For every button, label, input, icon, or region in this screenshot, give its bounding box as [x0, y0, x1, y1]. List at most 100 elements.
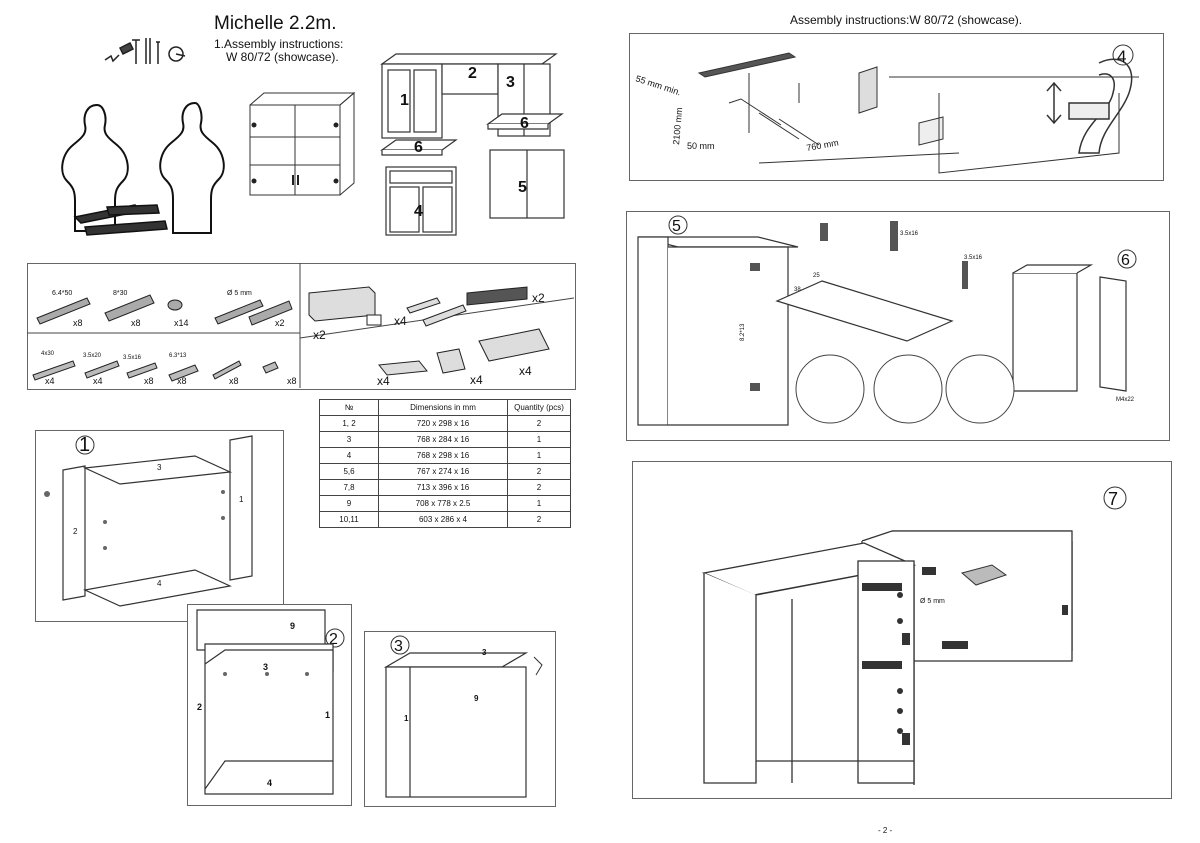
hw-qty-r3: x2	[532, 291, 545, 305]
table-cell: 7,8	[319, 479, 379, 496]
hw-qty-b3: x8	[144, 376, 154, 386]
step-2-part-2: 2	[197, 702, 202, 712]
module-number-2: 2	[468, 65, 477, 82]
step-1-part-4: 4	[157, 579, 162, 588]
step-2-part-1: 1	[325, 710, 330, 720]
step-6-number: 6	[1121, 252, 1130, 269]
hw-qty-4: x2	[275, 318, 285, 328]
table-cell: 10,11	[319, 511, 379, 528]
hw-qty-3: x14	[174, 318, 189, 328]
hardware-box	[27, 263, 576, 390]
step-3-drawing: 3 3 1 9	[383, 635, 543, 798]
step-3-part-1: 1	[404, 714, 409, 723]
table-header-row: № Dimensions in mm Quantity (pcs)	[319, 399, 571, 416]
hw-size-b1: 4x30	[41, 351, 55, 357]
dim-38: 38	[794, 287, 801, 293]
step-3-part-9: 9	[474, 694, 479, 703]
table-cell: 768 x 284 x 16	[378, 431, 508, 448]
document-subtitle-line1: 1.Assembly instructions:	[214, 37, 344, 51]
module-number-6b: 6	[520, 115, 529, 132]
hw-size-4: Ø 5 mm	[227, 290, 252, 297]
table-cell: 1, 2	[319, 415, 379, 432]
table-cell: 2	[507, 511, 571, 528]
hw-size-b3: 3.5x16	[123, 355, 142, 361]
document-subtitle-line2: W 80/72 (showcase).	[226, 50, 339, 64]
step-2-part-4: 4	[267, 778, 272, 788]
drill-size-label: Ø 5 mm	[920, 598, 945, 605]
table-header: Quantity (pcs)	[507, 399, 571, 416]
step-1-part-3: 3	[157, 463, 162, 472]
table-cell: 713 x 396 x 16	[378, 479, 508, 496]
step-1-part-1: 1	[239, 495, 244, 504]
step-2-number: 2	[329, 631, 338, 648]
module-number-1: 1	[400, 92, 409, 109]
table-cell: 767 x 274 x 16	[378, 463, 508, 480]
step-2-part-9: 9	[290, 621, 295, 631]
document-title: Michelle 2.2m.	[214, 13, 337, 34]
table-cell: 2	[507, 479, 571, 496]
table-cell: 5,6	[319, 463, 379, 480]
table-cell: 708 x 778 x 2.5	[378, 495, 508, 512]
hw-size-2: 8*30	[113, 290, 128, 297]
step-2-part-3: 3	[263, 662, 268, 672]
table-cell: 720 x 298 x 16	[378, 415, 508, 432]
step-2-drawing: 2 9 3 2 1 4	[196, 609, 345, 795]
step-4-number: 4	[1117, 47, 1126, 66]
screw-label-a: 3.5x16	[900, 231, 919, 237]
table-cell: 2	[507, 463, 571, 480]
step-5-6-drawing: 5 6 3.5x16 3.5x16 25 38 8.2*13 M4x22	[637, 215, 1137, 426]
right-page-header: Assembly instructions:W 80/72 (showcase)…	[790, 13, 1023, 27]
table-cell: 9	[319, 495, 379, 512]
step-4-drawing: 4 55 mm min. 2100 mm 50 mm 760 mm	[634, 44, 1139, 174]
step-1-part-2: 2	[73, 527, 78, 536]
step-1-drawing: 1 3 2 1 4	[44, 434, 253, 607]
hw-qty-r4: x4	[377, 374, 390, 388]
table-cell: 1	[507, 495, 571, 512]
module-number-6a: 6	[414, 139, 423, 156]
module-number-5: 5	[518, 179, 527, 196]
hw-qty-r2: x4	[394, 314, 407, 328]
hw-qty-b4: x8	[177, 376, 187, 386]
hw-qty-b2: x4	[93, 376, 103, 386]
table-header: №	[319, 399, 379, 416]
kitchen-modules-illustration: 1 2 3 4 5 6 6	[380, 53, 565, 236]
hw-size-1: 6.4*50	[52, 290, 72, 297]
tools-icon	[104, 38, 186, 64]
step-3-part-3: 3	[482, 648, 487, 657]
dim-vertical: 8.2*13	[740, 323, 746, 341]
module-number-4: 4	[414, 203, 423, 220]
table-cell: 603 x 286 x 4	[378, 511, 508, 528]
screw-label-b: 3.5x16	[964, 255, 983, 261]
table-cell: 1	[507, 447, 571, 464]
table-header: Dimensions in mm	[378, 399, 508, 416]
step-7-drawing: 7 Ø 5 mm	[701, 486, 1127, 785]
dim-55mm: 55 mm min.	[634, 73, 682, 97]
step-3-number: 3	[394, 638, 403, 655]
hw-qty-b5: x8	[229, 376, 239, 386]
hw-qty-r6: x4	[519, 364, 532, 378]
step-7-number: 7	[1108, 489, 1118, 509]
table-cell: 3	[319, 431, 379, 448]
table-cell: 1	[507, 431, 571, 448]
hardware-items: 6.4*50 8*30 Ø 5 mm x8 x8 x14 x2 4x30 3.5…	[27, 263, 575, 388]
dim-2100mm: 2100 mm	[671, 107, 684, 145]
hw-qty-b1: x4	[45, 376, 55, 386]
hw-qty-r1: x2	[313, 328, 326, 342]
two-people-illustration	[61, 101, 225, 236]
table-cell: 768 x 298 x 16	[378, 447, 508, 464]
table-cell: 2	[507, 415, 571, 432]
table-cell: 4	[319, 447, 379, 464]
dim-50mm: 50 mm	[687, 141, 715, 151]
hw-size-b4: 6.3*13	[169, 353, 187, 359]
step-1-number: 1	[79, 434, 90, 456]
module-number-3: 3	[506, 74, 515, 91]
hw-qty-2: x8	[131, 318, 141, 328]
